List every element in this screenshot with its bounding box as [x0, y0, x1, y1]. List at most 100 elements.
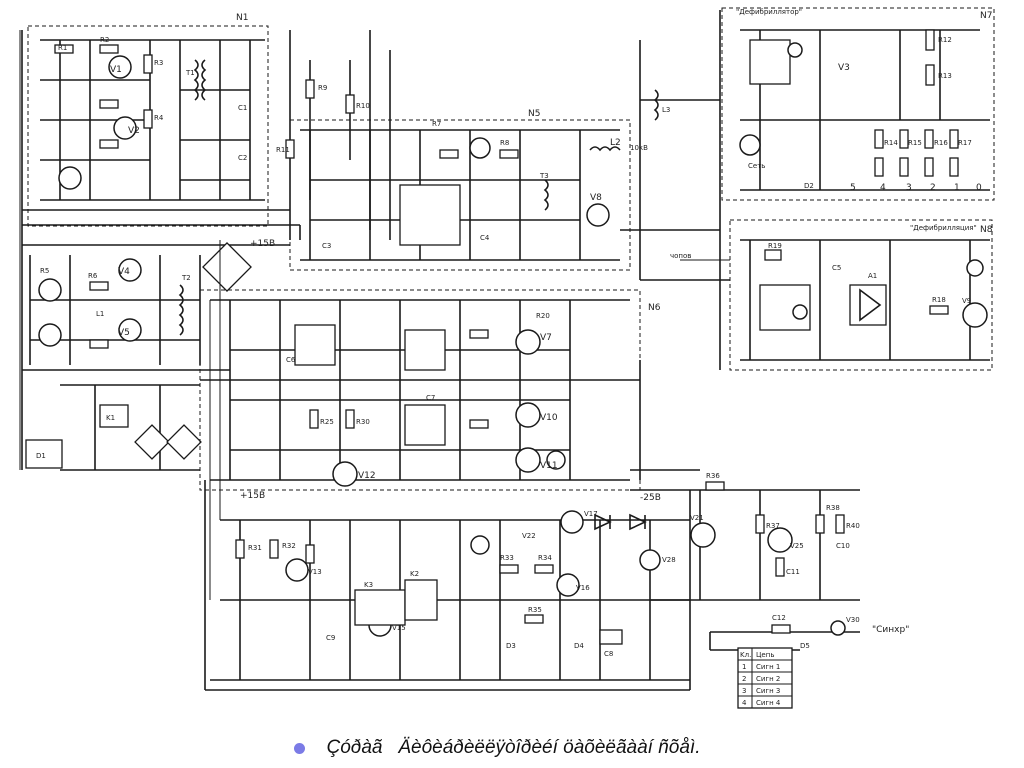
- label-chopper: чопов: [670, 252, 691, 260]
- label-v13: V13: [308, 568, 322, 576]
- label-r2: R2: [100, 36, 109, 44]
- ic-symbol: [404, 329, 446, 371]
- label-r30: R30: [356, 418, 370, 426]
- connector-table: Kл. Цепь 1 Сигн 1 2 Сигн 2 3 Сигн 3 4 Си…: [737, 647, 793, 709]
- header-n7: "Дефибриллятор": [736, 8, 802, 16]
- label-d5: D5: [800, 642, 810, 650]
- block-label-n6: N6: [648, 303, 661, 313]
- block-n6: N6 V7 V10 V11 V12 R20 R25 R30 C6 C7 +15В: [199, 289, 661, 501]
- table-cell: 1: [742, 663, 746, 671]
- block-n5: N5 R7 R8 V8 T3 L2 C3 C4: [289, 109, 631, 271]
- label-k1: K1: [106, 414, 115, 422]
- label-v11: V11: [540, 461, 558, 471]
- label-r7: R7: [432, 120, 441, 128]
- block-charge: V13 V15 V16 V17 V22 R31 R32 R33 R34 R35 …: [204, 480, 691, 691]
- label-r6: R6: [88, 272, 98, 280]
- label-v4: V4: [118, 267, 130, 277]
- label-r12: R12: [938, 36, 952, 44]
- label-l2: L2: [610, 138, 621, 148]
- net-sinhr: "Синхр": [872, 625, 909, 635]
- label-r4: R4: [154, 114, 164, 122]
- label-l1: L1: [96, 310, 104, 318]
- label-c8: C8: [604, 650, 613, 658]
- energy-2: 2: [930, 183, 936, 193]
- label-r33: R33: [500, 554, 514, 562]
- block-input: R9 R10 R11 L3 10кВ: [276, 30, 670, 240]
- table-cell: Сигн 2: [756, 675, 780, 683]
- block-label-n8: N8: [980, 225, 993, 235]
- block-n8: N8 "Дефибрилляция" A1 V9 R18 R19 C5 чопо…: [670, 219, 993, 371]
- label-r35: R35: [528, 606, 542, 614]
- label-c3: C3: [322, 242, 331, 250]
- label-v22: V22: [522, 532, 536, 540]
- table-cell: Сигн 1: [756, 663, 780, 671]
- label-r38: R38: [826, 504, 840, 512]
- block-label-n1: N1: [236, 13, 248, 23]
- label-v1: V1: [110, 65, 122, 75]
- label-c10: C10: [836, 542, 850, 550]
- label-ten-kv: 10кВ: [630, 144, 648, 152]
- block-output: V21 V25 V28 R36 R37 R38 R40 C10 C11: [630, 472, 860, 601]
- label-r20: R20: [536, 312, 550, 320]
- energy-4: 4: [880, 183, 886, 193]
- label-r36: R36: [706, 472, 720, 480]
- label-v7: V7: [540, 333, 552, 343]
- label-r1: R1: [58, 44, 67, 52]
- label-v28: V28: [662, 556, 676, 564]
- label-c12: C12: [772, 614, 786, 622]
- label-t1: T1: [185, 69, 195, 77]
- label-r10: R10: [356, 102, 370, 110]
- net-plus15-a: +15В: [250, 239, 275, 249]
- label-v15: V15: [392, 624, 406, 632]
- table-cell: 4: [742, 699, 747, 707]
- table-header-1: Цепь: [756, 651, 774, 659]
- label-d4: D4: [574, 642, 584, 650]
- energy-3: 3: [906, 183, 912, 193]
- label-r32: R32: [282, 542, 296, 550]
- label-t3: T3: [539, 172, 549, 180]
- transistor-symbol: [113, 116, 137, 140]
- label-v12: V12: [358, 471, 376, 481]
- label-a1: A1: [868, 272, 877, 280]
- bus-wires: [22, 10, 730, 600]
- table-cell: Сигн 4: [756, 699, 781, 707]
- ic-symbol: [294, 324, 336, 366]
- label-r31: R31: [248, 544, 262, 552]
- header-n8: "Дефибрилляция": [910, 224, 977, 232]
- label-v3: V3: [838, 63, 850, 73]
- page-edge: [19, 30, 63, 470]
- label-v5: V5: [118, 328, 130, 338]
- ic-symbol: [404, 404, 446, 446]
- table-cell: Сигн 3: [756, 687, 780, 695]
- label-v21: V21: [690, 514, 704, 522]
- block-oscillator: V4 V5 R5 R6 T2 L1 +15В: [22, 239, 290, 371]
- block-n1: N1 V1 V2 R1 R2 R3 R4 T1 C1 C2: [27, 13, 269, 227]
- label-v8: V8: [590, 193, 602, 203]
- label-d2: D2: [804, 182, 814, 190]
- net-minus25: -25В: [640, 493, 661, 503]
- label-r34: R34: [538, 554, 552, 562]
- label-r13: R13: [938, 72, 952, 80]
- label-r16: R16: [934, 139, 948, 147]
- block-label-n5: N5: [528, 109, 540, 119]
- label-r8: R8: [500, 139, 509, 147]
- label-c4: C4: [480, 234, 490, 242]
- label-c6: C6: [286, 356, 296, 364]
- block-relay: K1 D1: [36, 384, 202, 471]
- label-v16: V16: [576, 584, 590, 592]
- label-c1: C1: [238, 104, 247, 112]
- circuit-schematic: .w { stroke: #1a1a1a; stroke-width: 1.6;…: [19, 7, 995, 709]
- energy-scale: 5 4 3 2 1 0: [850, 183, 982, 193]
- label-r3: R3: [154, 59, 163, 67]
- table-header-0: Kл.: [740, 651, 751, 659]
- transistor-symbol: [108, 55, 132, 79]
- terminal-block: [25, 439, 63, 469]
- ic-symbol: [399, 184, 461, 246]
- label-t2: T2: [181, 274, 191, 282]
- energy-5: 5: [850, 183, 856, 193]
- label-r11: R11: [276, 146, 290, 154]
- label-r15: R15: [908, 139, 922, 147]
- label-c5: C5: [832, 264, 841, 272]
- label-r37: R37: [766, 522, 780, 530]
